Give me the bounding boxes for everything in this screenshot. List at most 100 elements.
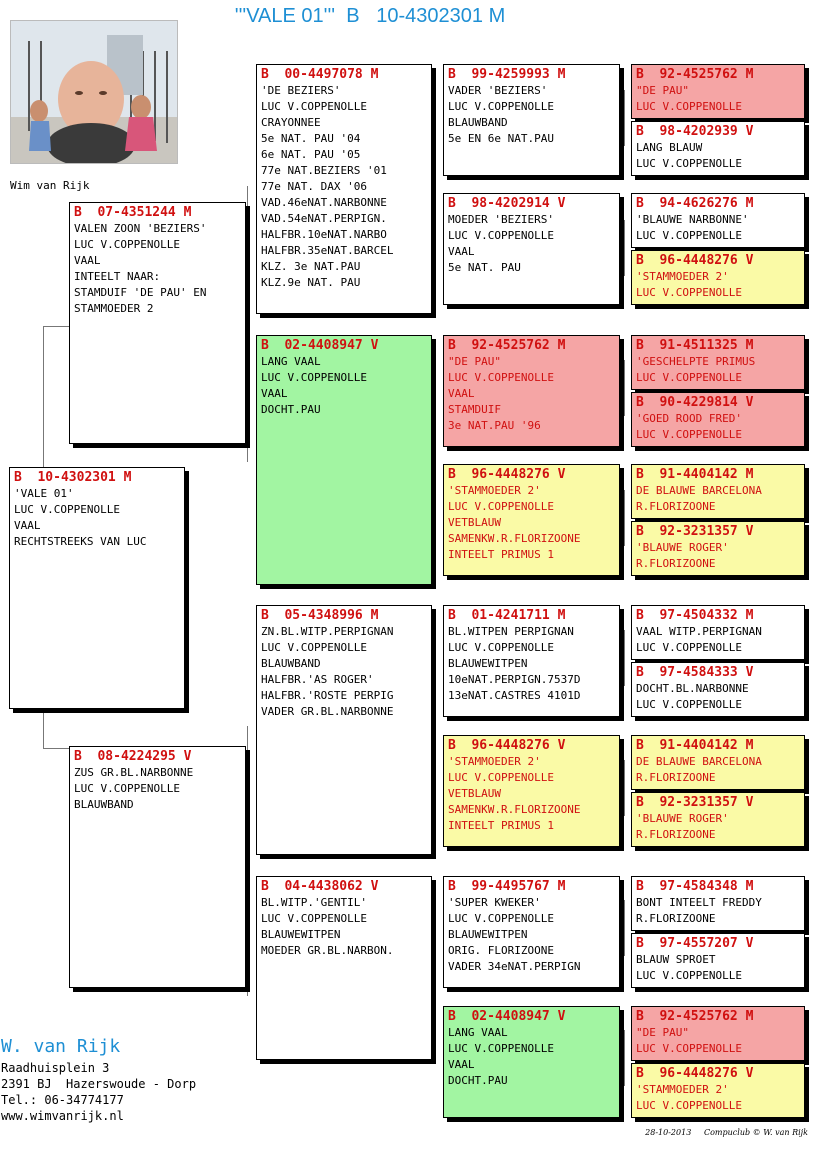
bird-info-line: LUC V.COPPENOLLE: [448, 500, 554, 513]
bird-info-line: ZN.BL.WITP.PERPIGNAN: [261, 625, 394, 638]
bird-card-mfm[interactable]: B 96-4448276 V'STAMMOEDER 2'LUC V.COPPEN…: [443, 735, 620, 847]
bird-info-line: VALEN ZOON 'BEZIERS': [74, 222, 207, 235]
bird-card-mfmm[interactable]: B 92-3231357 V'BLAUWE ROGER'R.FLORIZOONE: [631, 792, 805, 847]
ring-number: B 97-4584348 M: [636, 879, 754, 894]
bird-card-fmfm[interactable]: B 90-4229814 V'GOED ROOD FRED'LUC V.COPP…: [631, 392, 805, 447]
bird-info-line: BLAUWEWITPEN: [448, 657, 528, 670]
connector: [624, 360, 633, 416]
ring-number: B 91-4404142 M: [636, 738, 754, 753]
ring-number: B 99-4495767 M: [448, 879, 566, 894]
ring-number: B 04-4438062 V: [261, 879, 379, 894]
bird-card-fmmm[interactable]: B 92-3231357 V'BLAUWE ROGER'R.FLORIZOONE: [631, 521, 805, 576]
bird-info-line: 6e NAT. PAU '05: [261, 148, 361, 161]
bird-info-line: INTEELT NAAR:: [74, 270, 161, 283]
bird-info-line: VAAL: [448, 1058, 475, 1071]
ring-number: B 99-4259993 M: [448, 67, 566, 82]
bird-info-line: BL.WITP.'GENTIL': [261, 896, 367, 909]
bird-info-line: LUC V.COPPENOLLE: [448, 912, 554, 925]
bird-info-line: LUC V.COPPENOLLE: [448, 641, 554, 654]
connector: [434, 90, 445, 245]
ring-number: B 97-4504332 M: [636, 608, 754, 623]
bird-info-line: DE BLAUWE BARCELONA: [636, 484, 762, 497]
brand-name: W. van Rijk: [1, 1036, 121, 1057]
ring-number: B 02-4408947 V: [448, 1009, 566, 1024]
bird-info-line: KLZ.9e NAT. PAU: [261, 276, 361, 289]
bird-info-line: 77e NAT. DAX '06: [261, 180, 367, 193]
bird-info-line: R.FLORIZOONE: [636, 557, 716, 570]
connector: [43, 326, 71, 469]
connector: [434, 630, 445, 785]
bird-card-ffmf[interactable]: B 94-4626276 M'BLAUWE NARBONNE'LUC V.COP…: [631, 193, 805, 248]
bird-info-line: KLZ. 3e NAT.PAU: [261, 260, 361, 273]
bird-info-line: 'STAMMOEDER 2': [448, 484, 541, 497]
bird-card-ffmm[interactable]: B 96-4448276 V'STAMMOEDER 2'LUC V.COPPEN…: [631, 250, 805, 305]
bird-info-line: LUC V.COPPENOLLE: [74, 238, 180, 251]
bird-card-mm[interactable]: B 04-4438062 V BL.WITP.'GENTIL' LUC V.COPP…: [256, 876, 432, 1060]
bird-info-line: CRAYONNEE: [261, 116, 321, 129]
bird-card-ff[interactable]: B 00-4497078 M'DE BEZIERS'LUC V.COPPENOL…: [256, 64, 432, 314]
bird-info-line: R.FLORIZOONE: [636, 771, 716, 784]
bird-info-line: LUC V.COPPENOLLE: [261, 371, 367, 384]
bird-info-line: INTEELT PRIMUS 1: [448, 819, 554, 832]
ring-number: B 91-4404142 M: [636, 467, 754, 482]
bird-info-line: LUC V.COPPENOLLE: [636, 1099, 742, 1112]
bird-info-line: VAAL: [448, 387, 475, 400]
bird-card-mmff[interactable]: B 97-4584348 M BONT INTEELT FREDDY R.FLORI…: [631, 876, 805, 931]
bird-info-line: LANG VAAL: [261, 355, 321, 368]
bird-info-line: 'DE BEZIERS': [261, 84, 341, 97]
bird-card-mmf[interactable]: B 99-4495767 M'SUPER KWEKER'LUC V.COPPEN…: [443, 876, 620, 988]
ring-number: B 92-4525762 M: [636, 67, 754, 82]
bird-info-line: 5e EN 6e NAT.PAU: [448, 132, 554, 145]
connector: [434, 360, 445, 515]
bird-info-line: LUC V.COPPENOLLE: [14, 503, 120, 516]
bird-info-line: LUC V.COPPENOLLE: [74, 782, 180, 795]
ring-number: B 92-3231357 V: [636, 524, 754, 539]
bird-info-line: "DE PAU": [636, 1026, 689, 1039]
bird-card-fmm[interactable]: B 96-4448276 V'STAMMOEDER 2'LUC V.COPPEN…: [443, 464, 620, 576]
bird-info-line: VADER 'BEZIERS': [448, 84, 548, 97]
bird-info-line: BONT INTEELT FREDDY: [636, 896, 762, 909]
bird-info-line: R.FLORIZOONE: [636, 912, 716, 925]
bird-info-line: 'GOED ROOD FRED': [636, 412, 742, 425]
ring-number: B 92-3231357 V: [636, 795, 754, 810]
bird-info-line: ZUS GR.BL.NARBONNE: [74, 766, 194, 779]
bird-info-line: LUC V.COPPENOLLE: [636, 229, 742, 242]
bird-info-line: ORIG. FLORIZOONE: [448, 944, 554, 957]
ring-number: B 92-4525762 M: [448, 338, 566, 353]
ring-number: B 94-4626276 M: [636, 196, 754, 211]
website-link[interactable]: www.wimvanrijk.nl: [1, 1109, 124, 1123]
bird-info-line: SAMENKW.R.FLORIZOONE: [448, 803, 581, 816]
bird-info-line: HALFBR.'ROSTE PERPIG: [261, 689, 394, 702]
bird-info-line: VADER GR.BL.NARBONNE: [261, 705, 394, 718]
connector: [247, 726, 258, 996]
bird-info-line: LUC V.COPPENOLLE: [261, 641, 367, 654]
ring-number: B 01-4241711 M: [448, 608, 566, 623]
bird-info-line: STAMMOEDER 2: [74, 302, 154, 315]
bird-info-line: DOCHT.PAU: [261, 403, 321, 416]
bird-card-mmmf[interactable]: B 92-4525762 M"DE PAU"LUC V.COPPENOLLE: [631, 1006, 805, 1061]
bird-info-line: R.FLORIZOONE: [636, 828, 716, 841]
bird-card-mmmm[interactable]: B 96-4448276 V'STAMMOEDER 2'LUC V.COPPEN…: [631, 1063, 805, 1118]
bird-info-line: MOEDER 'BEZIERS': [448, 213, 554, 226]
ring-number: B 97-4584333 V: [636, 665, 754, 680]
bird-card-ffff[interactable]: B 92-4525762 M"DE PAU"LUC V.COPPENOLLE: [631, 64, 805, 119]
ring-number: B 98-4202939 V: [636, 124, 754, 139]
bird-info-line: LUC V.COPPENOLLE: [261, 912, 367, 925]
